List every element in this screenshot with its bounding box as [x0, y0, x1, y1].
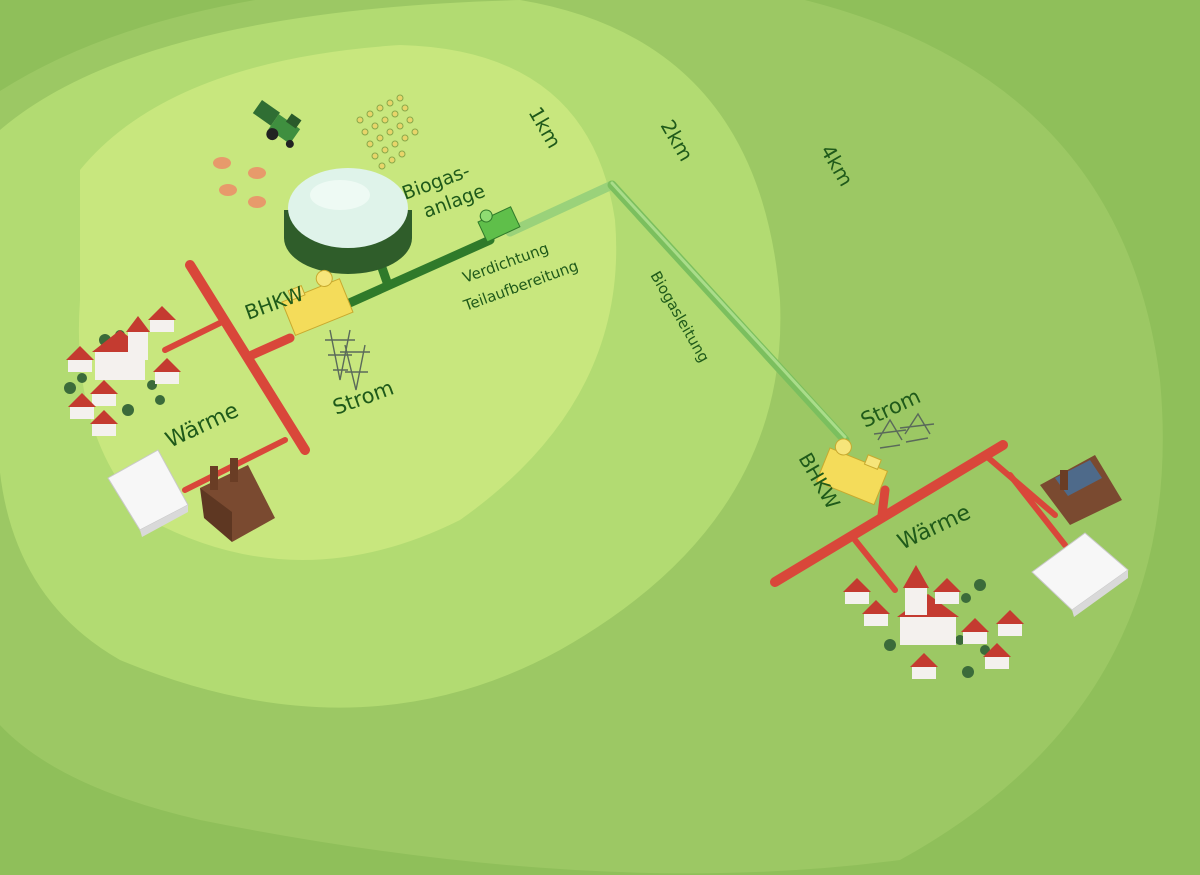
heat-branch-village-left	[162, 319, 225, 353]
heat-main-left	[185, 260, 310, 455]
compressor-unit-icon	[477, 206, 521, 243]
hall-building-icon-left	[107, 449, 189, 537]
power-pylon-icon-right	[873, 412, 935, 449]
gas-pipe-light-1	[505, 180, 617, 237]
heat-branch-chp-left	[247, 333, 295, 360]
house-icon	[996, 610, 1024, 636]
house-icon	[843, 578, 871, 604]
church-icon	[92, 316, 150, 380]
biogas-digester-icon	[284, 168, 412, 274]
house-icon	[90, 410, 118, 436]
pig-icon	[219, 184, 237, 196]
tree-group	[884, 579, 990, 678]
heat-network-right	[770, 440, 1068, 593]
tree-group	[64, 330, 165, 416]
gas-pipelines	[340, 180, 850, 445]
tractor-icon	[252, 100, 302, 148]
pig-icon-group	[213, 157, 266, 208]
church-icon	[897, 565, 959, 645]
heat-branch-chp-right	[877, 485, 890, 520]
heat-branch-village-right	[852, 537, 898, 593]
gas-pipe-dark	[340, 235, 495, 310]
pig-icon	[213, 157, 231, 169]
house-icon	[148, 306, 176, 332]
house-icon	[933, 578, 961, 604]
chp-generator-icon-right	[815, 438, 889, 506]
house-icon	[961, 618, 989, 644]
maize-field-icon	[356, 94, 419, 170]
power-pylon-icon-left	[325, 329, 370, 391]
factory-icon-left	[200, 458, 275, 542]
house-icon	[68, 393, 96, 419]
house-icon	[66, 346, 94, 372]
hall-building-icon-right	[1031, 532, 1129, 617]
factory-icon-right	[1040, 455, 1122, 525]
pig-icon	[248, 167, 266, 179]
house-icon	[983, 643, 1011, 669]
house-icon	[862, 600, 890, 626]
heat-main-right	[770, 440, 1008, 587]
biogas-pipeline-highlight	[610, 181, 847, 439]
house-icon	[153, 358, 181, 384]
heat-branch-hall-right	[1007, 472, 1068, 548]
pig-icon	[248, 196, 266, 208]
chp-generator-icon-left	[281, 269, 354, 337]
house-icon	[90, 380, 118, 406]
village-right	[843, 565, 1024, 679]
house-icon	[910, 653, 938, 679]
village-left	[64, 306, 181, 436]
